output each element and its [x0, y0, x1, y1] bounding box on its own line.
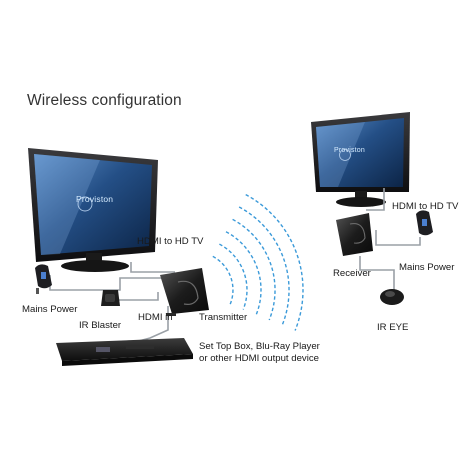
left-tv-screen [34, 154, 152, 255]
set-top-box-device [56, 338, 193, 366]
signal-wave-arc [225, 231, 262, 315]
right-brand-logo-ring [339, 149, 351, 161]
ir-eye-device [380, 289, 404, 305]
left-mains-plug [35, 264, 52, 294]
right-tv-screen [316, 118, 404, 187]
right-tv [311, 112, 410, 207]
label-mains-power-right: Mains Power [399, 262, 455, 273]
left-brand-logo-ring [77, 196, 93, 212]
left-tv [28, 148, 158, 272]
label-hdmi-in: HDMI in [138, 312, 173, 323]
label-transmitter: Transmitter [199, 312, 248, 323]
right-mains-plug [416, 210, 433, 236]
wireless-signal-waves [212, 193, 304, 331]
left-tv-brand-text: Proviston [76, 194, 114, 204]
label-hdmi-to-tv-left: HDMI to HD TV [137, 236, 204, 247]
label-ir-blaster: IR Blaster [79, 320, 122, 331]
right-tv-brand-text: Proviston [334, 147, 365, 154]
signal-wave-arc [238, 206, 290, 326]
label-source-device: Set Top Box, Blu-Ray Player or other HDM… [199, 341, 320, 364]
signal-wave-arc [232, 218, 276, 321]
label-receiver: Receiver [333, 268, 371, 279]
signal-wave-arc [212, 255, 234, 305]
signal-wave-arc [219, 243, 248, 310]
receiver-device [336, 213, 373, 256]
diagram-title: Wireless configuration [27, 92, 182, 109]
label-ir-eye: IR EYE [377, 322, 409, 333]
transmitter-device [160, 268, 209, 316]
label-mains-power-left: Mains Power [22, 304, 78, 315]
ir-blaster-device [101, 290, 120, 306]
label-hdmi-to-tv-right: HDMI to HD TV [392, 201, 459, 212]
